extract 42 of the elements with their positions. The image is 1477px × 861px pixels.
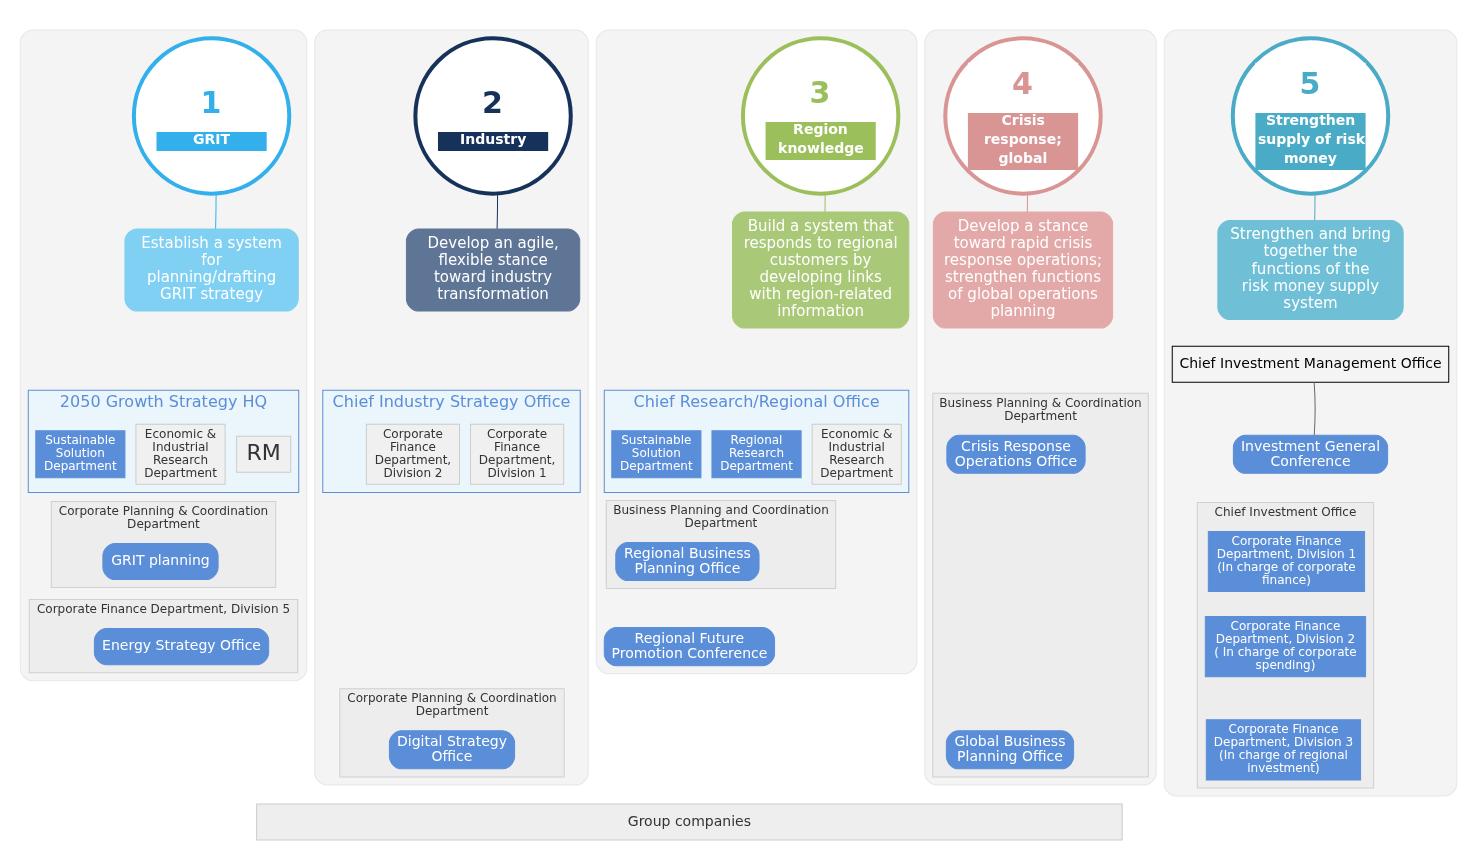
node-box: Corporate Finance Department, Division 2 ( In charge of corporate spending)	[1204, 615, 1367, 677]
node-box: Crisis Response Operations Office	[946, 434, 1086, 474]
node-box: Group companies	[256, 802, 1123, 840]
node-box: Strengthen and bring together the functions of the risk money supply system	[1217, 219, 1404, 320]
node-box: Corporate Finance Department, Division 1 (In charge of corporate finance)	[1207, 530, 1366, 592]
node-box: Develop a stance toward rapid crisis response operations; strengthen functions of global operations planning	[932, 210, 1114, 329]
node-box: Corporate Finance Department, Division 3 (In charge of regional investment)	[1205, 718, 1362, 780]
node-box: Sustainable Solution Department	[611, 429, 702, 478]
node-circle: 3 Region knowledge	[740, 35, 901, 196]
node-box: Energy Strategy Office	[93, 627, 270, 665]
connector	[1313, 381, 1316, 436]
node-box: Regional Future Promotion Conference	[603, 626, 776, 666]
node-circle: 1 GRIT	[131, 35, 292, 196]
connector	[496, 192, 499, 229]
node-box: Digital Strategy Office	[388, 729, 516, 769]
cluster	[595, 29, 918, 674]
cluster	[1163, 29, 1458, 796]
node-box: Sustainable Solution Department	[35, 429, 126, 478]
node-box: Chief Investment Management Office	[1171, 345, 1450, 383]
node-box: Develop an agile, flexible stance toward industry transformation	[405, 227, 581, 312]
node-circle: 4 Crisis response; global	[943, 35, 1103, 196]
connector	[1314, 192, 1316, 221]
node-box: Regional Business Planning Office	[615, 541, 760, 581]
node-box: Economic & Industrial Research Department	[811, 423, 902, 485]
node-box: Establish a system for planning/drafting GRIT strategy	[124, 227, 299, 312]
cluster	[19, 29, 308, 681]
node-box: Investment General Conference	[1232, 434, 1389, 474]
node-box: Corporate Finance Department, Division 2	[365, 423, 460, 485]
node-box: GRIT planning	[102, 542, 219, 580]
connector	[215, 192, 217, 229]
connector	[824, 192, 826, 212]
node-circle: 5 Strengthen supply of risk money	[1230, 35, 1391, 196]
cluster	[314, 29, 589, 785]
connector	[1026, 192, 1028, 212]
node-box: RM	[236, 435, 292, 473]
node-box: Build a system that responds to regional customers by developing links with region-related information	[732, 210, 910, 329]
node-box: Regional Research Department	[711, 429, 802, 478]
node-box: Global Business Planning Office	[945, 729, 1075, 769]
cluster	[924, 29, 1157, 785]
node-circle: 2 Industry	[413, 35, 573, 196]
node-box: Corporate Finance Department, Division 1	[470, 423, 565, 485]
node-box: Economic & Industrial Research Department	[135, 423, 226, 485]
